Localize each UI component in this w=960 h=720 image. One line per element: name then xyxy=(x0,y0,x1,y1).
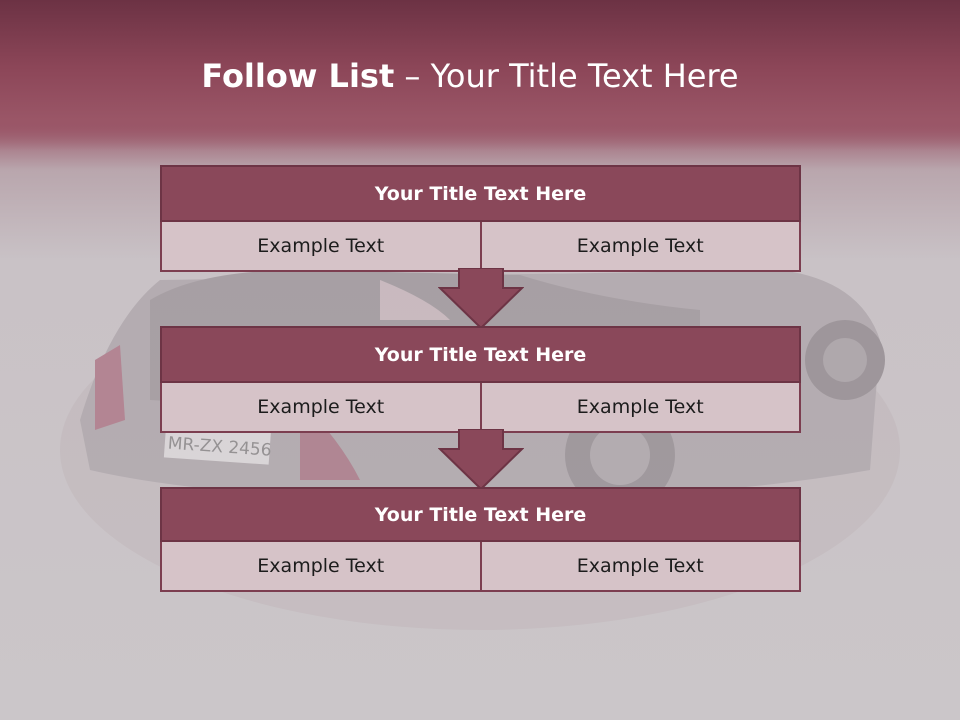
step-title: Your Title Text Here xyxy=(160,326,801,383)
step-cell-left: Example Text xyxy=(160,542,482,592)
step-row: Example Text Example Text xyxy=(160,383,801,433)
step-cell-left: Example Text xyxy=(160,222,482,272)
step-cell-right: Example Text xyxy=(481,542,801,592)
step-block-2: Your Title Text Here Example Text Exampl… xyxy=(160,326,801,433)
step-block-1: Your Title Text Here Example Text Exampl… xyxy=(160,165,801,272)
step-row: Example Text Example Text xyxy=(160,222,801,272)
down-arrow-icon xyxy=(438,268,524,328)
step-cell-left: Example Text xyxy=(160,383,482,433)
step-cell-right: Example Text xyxy=(481,222,801,272)
step-title: Your Title Text Here xyxy=(160,487,801,542)
down-arrow-icon xyxy=(438,429,524,489)
slide-title: Follow List – Your Title Text Here xyxy=(0,52,940,100)
slide-title-rest: – Your Title Text Here xyxy=(404,57,739,95)
step-title: Your Title Text Here xyxy=(160,165,801,222)
header-band xyxy=(0,0,960,150)
slide-title-bold: Follow List xyxy=(201,57,395,95)
step-row: Example Text Example Text xyxy=(160,542,801,592)
step-cell-right: Example Text xyxy=(481,383,801,433)
step-block-3: Your Title Text Here Example Text Exampl… xyxy=(160,487,801,592)
